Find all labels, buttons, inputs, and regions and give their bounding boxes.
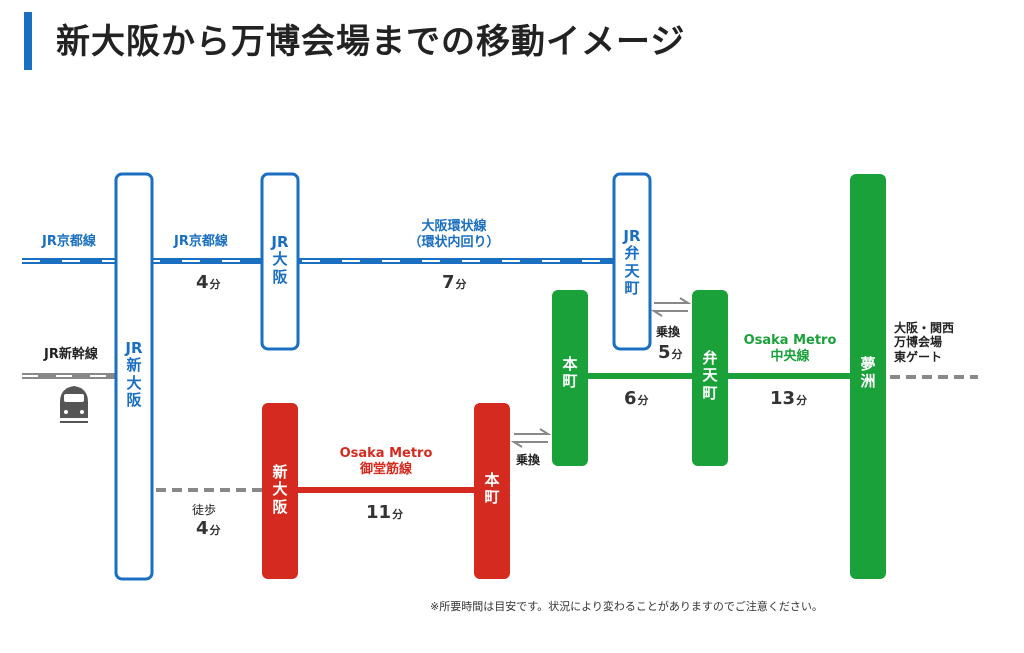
station-jr-shin-osaka-c2: 大 [126,373,142,392]
station-metro-bentencho-c2: 天 [702,366,718,385]
jr-kyoto-line-label: JR京都線 [174,234,228,249]
midosuji-line-label: Osaka Metro 御堂筋線 [334,446,438,477]
time-unit: 分 [392,508,404,521]
station-honmachi-midosuji-c1: 本 [484,471,500,489]
station-yumeshima-c1: 夢 [860,355,876,373]
jr-kyoto-line-label-left: JR京都線 [42,234,96,249]
station-yumeshima: 夢 洲 [850,355,886,391]
time-loop: 7分 [442,272,467,293]
expo-gate-line2: 万博会場 [894,335,943,350]
station-jr-bentencho: JR 弁 天 町 [614,227,650,297]
metro-shin-osaka-box [262,403,298,579]
chuo-line-name: 中央線 [770,348,810,364]
time-midosuji-value: 11 [366,502,392,523]
expo-gate-label: 大阪・関西 万博会場 東ゲート [894,321,954,364]
midosuji-line-name: 御堂筋線 [359,461,412,477]
osaka-loop-line-name: 大阪環状線 [421,219,487,234]
time-transfer-bentencho: 5分 [658,342,683,363]
time-walk: 4分 [196,518,221,539]
chuo-line-label: Osaka Metro 中央線 [736,333,844,364]
honmachi-green-box [552,290,588,466]
expo-gate-line3: 東ゲート [894,349,943,364]
station-jr-shin-osaka-c1: 新 [126,356,142,375]
page-title: 新大阪から万博会場までの移動イメージ [56,22,686,62]
time-chuo-b: 13分 [770,388,807,409]
time-unit: 分 [637,394,649,407]
station-jr-osaka: JR 大 阪 [262,233,298,286]
station-metro-shin-osaka-c3: 阪 [272,497,288,516]
jr-shin-osaka-box [114,172,154,581]
time-unit: 分 [209,278,221,291]
station-jr-bentencho-c2: 天 [624,261,640,280]
station-jr-shin-osaka-c3: 阪 [126,390,142,409]
station-jr-osaka-c1: 大 [272,250,288,269]
honmachi-red-box [474,403,510,579]
transfer-arrow-bentencho [650,297,692,317]
time-unit: 分 [671,348,683,361]
chuo-operator: Osaka Metro [743,333,837,348]
transfer-arrow-honmachi [510,428,552,448]
time-midosuji: 11分 [366,502,403,523]
time-walk-value: 4 [196,518,209,539]
shinkansen-label: JR新幹線 [44,347,98,362]
station-jr-bentencho-c1: 弁 [624,244,640,263]
title-accent-bar [24,12,32,70]
midosuji-operator: Osaka Metro [339,446,433,461]
station-metro-bentencho-c1: 弁 [702,349,718,367]
osaka-loop-line-label: 大阪環状線 （環状内回り） [404,219,504,250]
jr-bentencho-box [612,172,652,351]
station-jr-osaka-c2: 阪 [272,267,288,286]
station-honmachi-midosuji: 本 町 [474,471,510,507]
station-metro-shin-osaka: 新 大 阪 [262,463,298,516]
station-metro-bentencho: 弁 天 町 [692,349,728,402]
time-unit: 分 [209,524,221,537]
time-unit: 分 [455,278,467,291]
transfer-label-honmachi: 乗換 [516,453,541,467]
time-transfer-value: 5 [658,342,671,363]
station-jr-osaka-jr: JR [271,233,289,251]
station-honmachi-chuo: 本 町 [552,355,588,391]
time-unit: 分 [796,394,808,407]
jr-osaka-box [260,172,300,351]
station-metro-shin-osaka-c2: 大 [272,480,288,499]
train-icon [60,386,88,423]
yumeshima-box [850,174,886,579]
station-yumeshima-c2: 洲 [860,372,876,391]
station-honmachi-chuo-c1: 本 [562,355,578,373]
station-jr-bentencho-c3: 町 [624,278,640,297]
time-chuo-b-value: 13 [770,388,796,409]
time-jr-kyoto: 4分 [196,272,221,293]
station-jr-shin-osaka: JR 新 大 阪 [116,339,152,409]
disclaimer-note: ※所要時間は目安です。状況により変わることがありますのでご注意ください。 [430,600,823,613]
station-honmachi-chuo-c2: 町 [562,372,578,391]
station-jr-shin-osaka-jr: JR [125,339,143,357]
metro-bentencho-box [692,290,728,466]
osaka-loop-line-direction: （環状内回り） [408,234,500,250]
time-chuo-a: 6分 [624,388,649,409]
walk-label: 徒歩 [192,503,217,517]
time-loop-value: 7 [442,272,455,293]
station-metro-shin-osaka-c1: 新 [272,463,288,481]
station-metro-bentencho-c3: 町 [702,383,718,402]
expo-gate-line1: 大阪・関西 [894,321,955,335]
time-jr-kyoto-value: 4 [196,272,209,293]
transfer-label-bentencho: 乗換 [656,325,681,339]
station-honmachi-midosuji-c2: 町 [484,488,500,507]
station-jr-bentencho-jr: JR [623,227,641,245]
time-chuo-a-value: 6 [624,388,637,409]
